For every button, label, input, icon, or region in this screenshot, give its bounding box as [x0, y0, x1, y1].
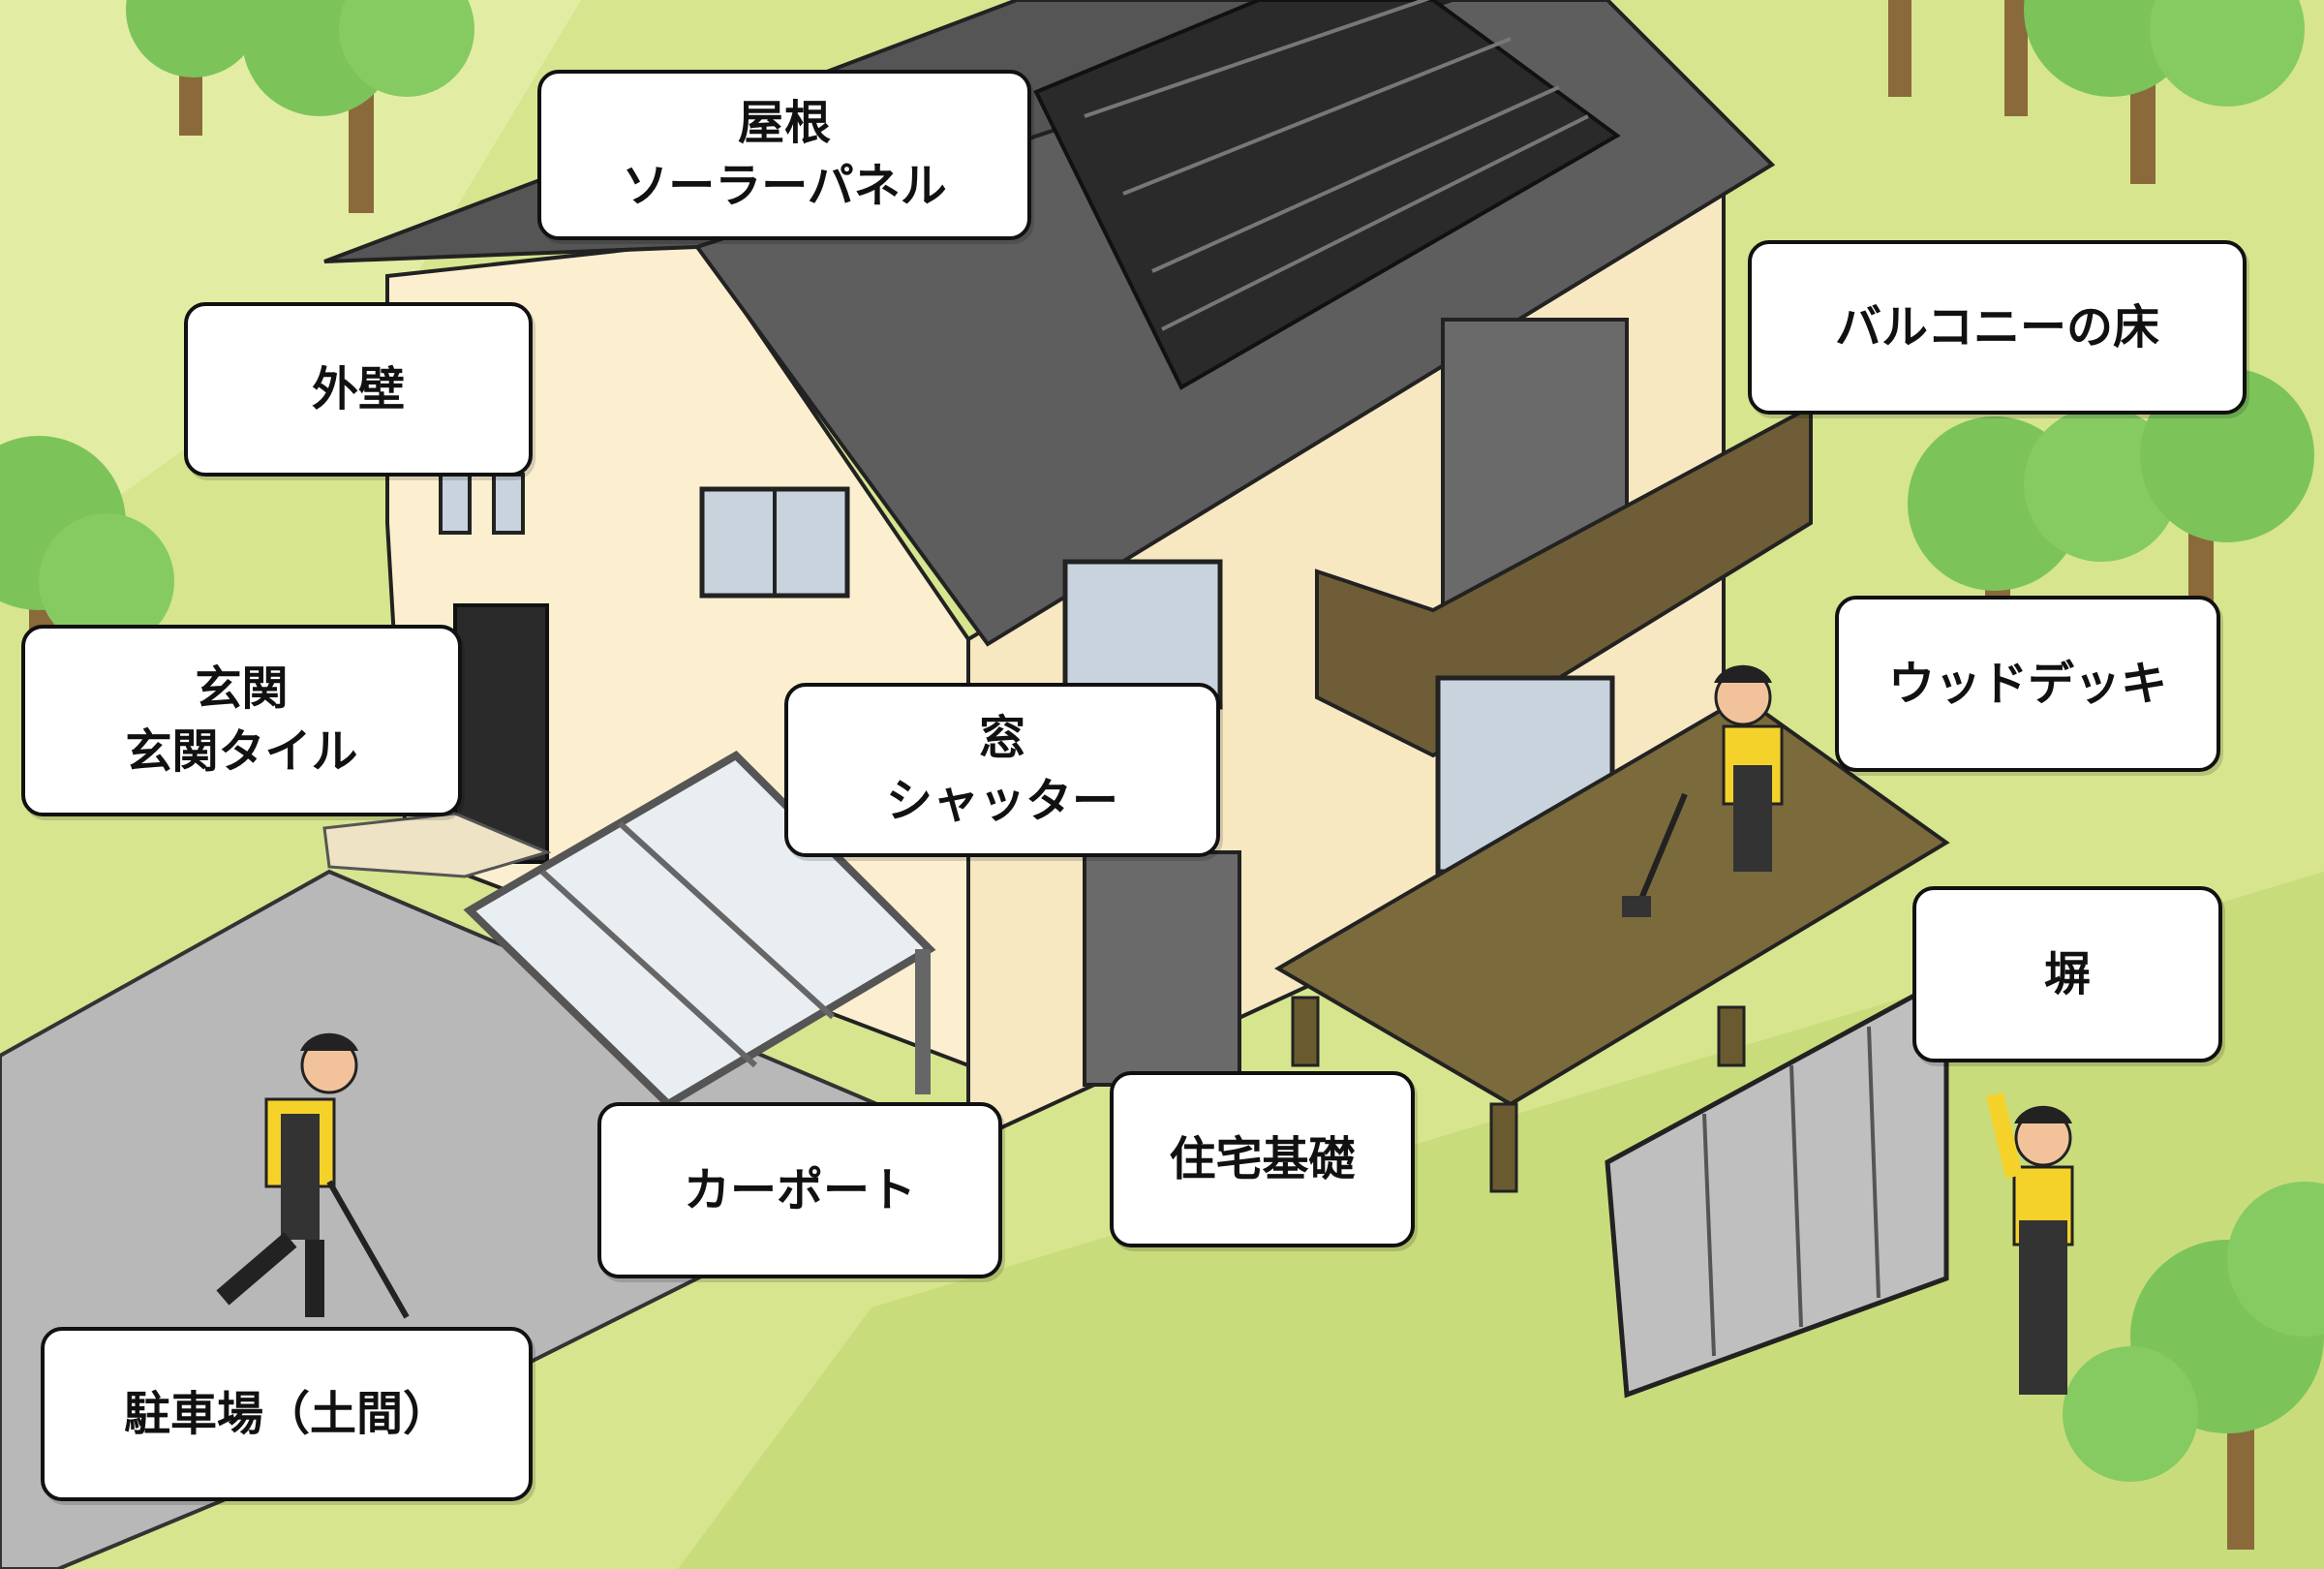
label-foundation-text: 住宅基礎 [1169, 1131, 1356, 1186]
worker-icon [1986, 1092, 2074, 1395]
lawn-light [0, 0, 581, 581]
worker-icon [216, 1032, 410, 1319]
label-window-line-1: 窓 [978, 711, 1025, 766]
label-fence-text: 塀 [2043, 946, 2091, 1001]
label-exterior-wall-text: 外壁 [311, 361, 405, 416]
tree-icon [2063, 1182, 2324, 1550]
shutter [1083, 850, 1241, 1087]
balcony [1315, 403, 1813, 758]
small-window [439, 473, 472, 535]
label-entrance-line-1: 玄関 [195, 661, 289, 717]
label-carport: カーポート [597, 1102, 1002, 1278]
tree-icon [1888, 0, 2305, 184]
label-balcony-floor: バルコニーの床 [1748, 240, 2247, 415]
label-foundation: 住宅基礎 [1110, 1071, 1415, 1247]
solar-panel-icon [1033, 0, 1621, 390]
small-window [492, 473, 525, 535]
label-roof-line-2: ソーラーパネル [622, 159, 947, 213]
tree-icon [242, 0, 474, 213]
label-balcony-floor-text: バルコニーの床 [1834, 299, 2160, 354]
label-roof: 屋根 ソーラーパネル [537, 70, 1031, 240]
label-exterior-wall: 外壁 [184, 302, 533, 477]
tree-icon [126, 0, 261, 136]
worker-icon [1622, 664, 1784, 917]
label-entrance-line-2: 玄関タイル [125, 724, 358, 779]
fence-icon [1605, 973, 1949, 1399]
label-wood-deck-text: ウッドデッキ [1887, 656, 2167, 711]
label-parking: 駐車場（土間） [41, 1327, 533, 1501]
label-fence: 塀 [1912, 886, 2222, 1062]
label-entrance: 玄関 玄関タイル [21, 625, 462, 816]
label-wood-deck: ウッドデッキ [1835, 596, 2220, 772]
label-window-line-2: シャッター [885, 774, 1118, 828]
label-roof-line-1: 屋根 [737, 96, 831, 151]
label-parking-text: 駐車場（土間） [123, 1386, 449, 1441]
label-carport-text: カーポート [683, 1162, 916, 1217]
label-window: 窓 シャッター [784, 683, 1220, 857]
